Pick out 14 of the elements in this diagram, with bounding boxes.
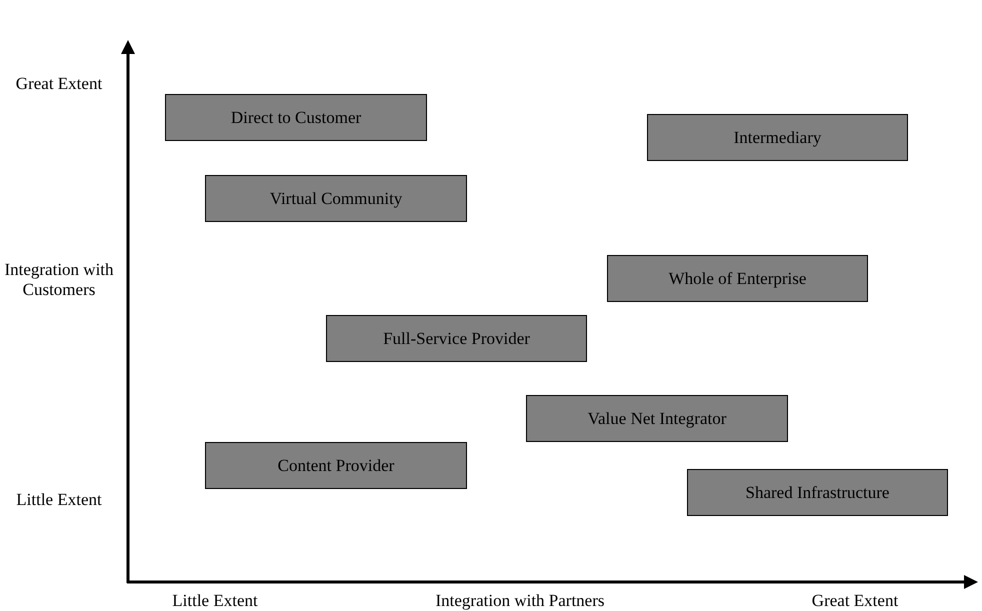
category-box: Whole of Enterprise bbox=[607, 255, 868, 302]
category-box: Full-Service Provider bbox=[326, 315, 587, 362]
category-box: Shared Infrastructure bbox=[687, 469, 948, 516]
axis-label: Great Extent bbox=[810, 591, 900, 611]
axis-label: Little Extent bbox=[15, 490, 103, 510]
category-box: Intermediary bbox=[647, 114, 908, 161]
axis-label: Integration with Customers bbox=[3, 260, 115, 300]
category-box: Direct to Customer bbox=[165, 94, 427, 141]
axis-label: Integration with Partners bbox=[434, 591, 606, 611]
category-box: Content Provider bbox=[205, 442, 467, 489]
axis-label: Great Extent bbox=[14, 74, 104, 94]
category-box: Virtual Community bbox=[205, 175, 467, 222]
category-box: Value Net Integrator bbox=[526, 395, 788, 442]
axis-label: Little Extent bbox=[171, 591, 259, 611]
